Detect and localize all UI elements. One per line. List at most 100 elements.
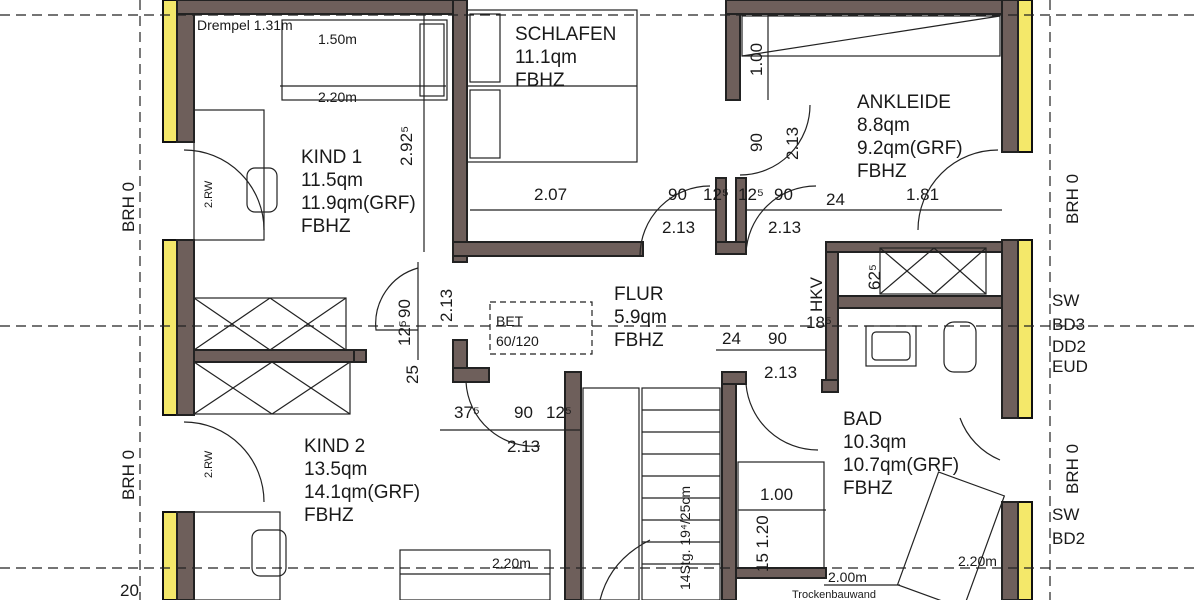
note-brh-left-2: BRH 0 [119, 450, 138, 500]
room-area-kind1: 11.5qm [301, 170, 363, 191]
dim-label: 37⁵ [454, 403, 480, 422]
dim-label: 1.81 [906, 185, 939, 204]
wall-kind-divider [193, 349, 355, 363]
room-area-kind2: 13.5qm [304, 459, 367, 480]
wall-bad-lower [735, 567, 827, 579]
room-heating-kind1: FBHZ [301, 216, 351, 237]
dim-label: 2.13 [764, 363, 797, 382]
wall-right-1 [1001, 0, 1019, 153]
dim-label: 2.13 [768, 218, 801, 237]
wall-kind1-right [452, 0, 468, 263]
room-areagrf-bad: 10.7qm(GRF) [843, 455, 959, 476]
dim-label: 90 [514, 403, 533, 422]
dim-label: 2.20m [958, 553, 997, 569]
chair-kind1 [246, 167, 278, 213]
note-rw-kind1: 2.RW [203, 180, 215, 208]
room-area-flur: 5.9qm [614, 307, 667, 328]
note-brh-right-2: BRH 0 [1063, 444, 1082, 494]
wardrobe-kind2 [193, 361, 351, 415]
wall-hkv-top [825, 241, 1003, 253]
room-areagrf-kind2: 14.1qm(GRF) [304, 482, 420, 503]
note-trockenbau: Trockenbauwand [792, 589, 876, 600]
note-edge-20: 20 [120, 581, 139, 600]
window-kind1 [162, 0, 178, 143]
wall-left-3 [176, 511, 195, 600]
dim-label: 2.13 [662, 218, 695, 237]
door-ankleide [745, 185, 817, 255]
note-hkv: HKV [807, 276, 826, 312]
dimension-lines [280, 14, 1002, 586]
room-name-schlafen: SCHLAFEN [515, 24, 616, 45]
wall-bad-top [721, 371, 747, 385]
wall-hkv-bottom [837, 295, 1003, 309]
wall-flur-left-b [452, 367, 490, 383]
dim-label: 2.20m [318, 89, 357, 105]
dim-label: 2.13 [783, 127, 802, 160]
room-name-ankleide: ANKLEIDE [857, 92, 951, 113]
desk-kind1 [193, 109, 265, 241]
room-areagrf-ankleide: 9.2qm(GRF) [857, 138, 963, 159]
wall-left-2 [176, 239, 195, 416]
wall-schlafen-bottom [452, 241, 644, 257]
wc-bad [943, 321, 977, 373]
wall-right-2 [1001, 239, 1019, 419]
wall-bad-top-r [821, 379, 839, 393]
walls [176, 0, 1019, 600]
room-heating-ankleide: FBHZ [857, 161, 907, 182]
room-area-schlafen: 11.1qm [515, 47, 577, 68]
bathtub-bad [896, 471, 1006, 600]
room-name-kind2: KIND 2 [304, 436, 365, 457]
note-bd2: BD2 [1052, 529, 1085, 548]
room-heating-bad: FBHZ [843, 478, 893, 499]
note-brh-right-1: BRH 0 [1063, 174, 1082, 224]
door-kind1-rw [183, 149, 265, 231]
cabinet-hkv [879, 247, 987, 295]
window-bad [1017, 501, 1033, 600]
dim-label: 12⁵ [546, 403, 572, 422]
door-bad-inner [959, 417, 1001, 461]
dim-label: 2.13 [437, 289, 456, 322]
wall-stair-left [564, 371, 582, 600]
dim-label: 90 [747, 133, 766, 152]
dim-label: 15 1.20 [753, 515, 772, 572]
note-bet-size: 60/120 [496, 333, 539, 349]
dim-label: 18⁵ [806, 313, 832, 332]
dim-label: 2.07 [534, 185, 567, 204]
room-name-kind1: KIND 1 [301, 147, 362, 168]
wall-ankleide-left [725, 0, 741, 101]
dim-label: 2.92⁵ [397, 126, 416, 166]
dim-label: 2.20m [492, 555, 531, 571]
dim-label: 90 [768, 329, 787, 348]
dim-label: 90 [774, 185, 793, 204]
room-area-bad: 10.3qm [843, 432, 906, 453]
note-eud: EUD [1052, 357, 1088, 376]
window-ankleide [1017, 0, 1033, 153]
dim-label: 1.00 [760, 485, 793, 504]
dim-label: 12⁵ [395, 320, 414, 346]
labels: SCHLAFEN 11.1qm FBHZ ANKLEIDE 8.8qm 9.2q… [119, 17, 1088, 600]
note-sw-2: SW [1052, 505, 1079, 524]
room-areagrf-kind1: 11.9qm(GRF) [301, 193, 416, 214]
desk-kind2 [193, 511, 281, 600]
wall-stair-right [721, 371, 737, 600]
bed-kind1 [281, 19, 448, 101]
dim-label: 90 [668, 185, 687, 204]
door-ankleide-top [739, 104, 811, 176]
shelf-ankleide [741, 15, 1001, 57]
dim-label: 1.50m [318, 31, 357, 47]
sink-bad [865, 325, 917, 367]
counter-bad [737, 461, 825, 569]
dim-label: 2.13 [507, 437, 540, 456]
dim-label: 2.00m [828, 569, 867, 585]
bed-box-flur [489, 301, 593, 355]
dim-label: 25 [403, 365, 422, 384]
dim-label: 90 [395, 299, 414, 318]
bed-kind2 [399, 549, 551, 600]
room-heating-kind2: FBHZ [304, 505, 354, 526]
staircase [582, 387, 721, 600]
door-schlafen [639, 185, 711, 257]
room-area-ankleide: 8.8qm [857, 115, 910, 136]
note-dd2: DD2 [1052, 337, 1086, 356]
